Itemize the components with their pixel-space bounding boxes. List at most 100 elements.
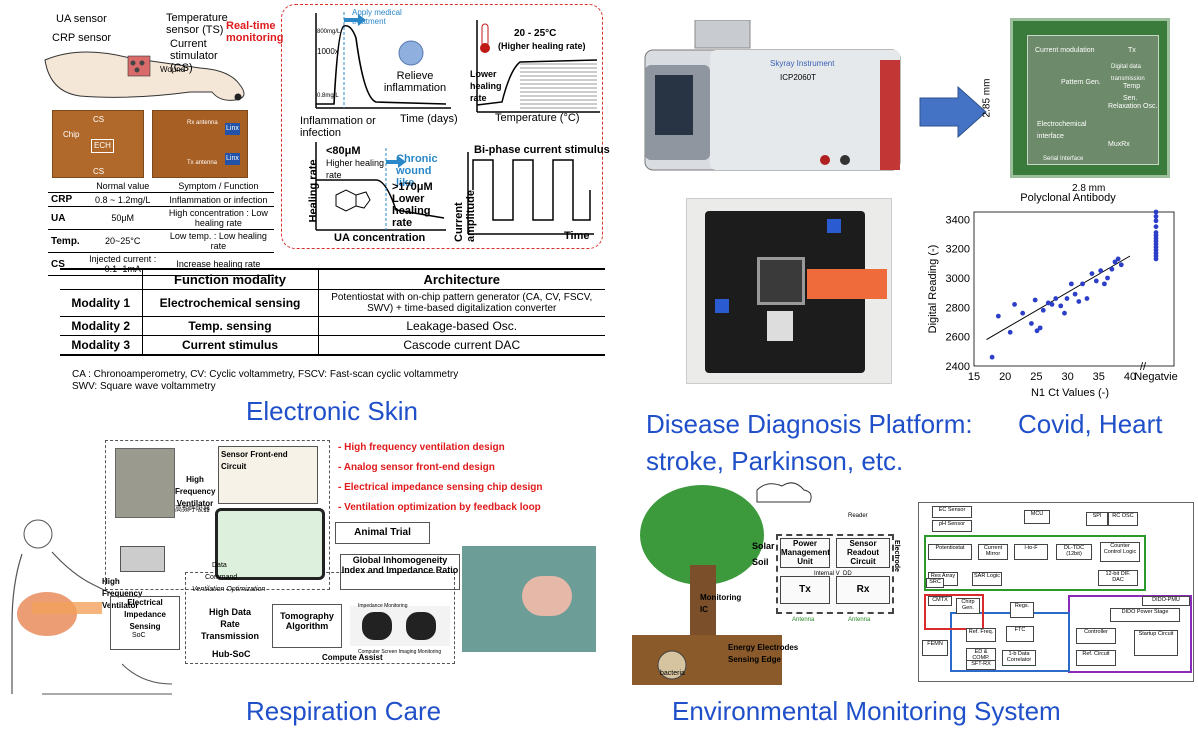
eskin-title: Electronic Skin xyxy=(246,396,418,426)
data-point xyxy=(1062,310,1067,316)
env-block: Counter Control Logic xyxy=(1100,542,1140,562)
data-point xyxy=(1093,278,1099,284)
data-point xyxy=(1076,299,1082,304)
respiration-panel: High Frequency Ventilator 高頻呼吸器 Sensor F… xyxy=(0,434,610,729)
data-point xyxy=(1102,281,1107,287)
data-point xyxy=(1098,268,1104,274)
env-block: Ref. Freq. xyxy=(966,628,996,642)
env-block: MCU xyxy=(1024,510,1050,524)
x-tick-label: 35 xyxy=(1093,371,1105,383)
lower-healing-label: Lower healing rate xyxy=(470,69,502,103)
y-tick-label: 2800 xyxy=(946,302,970,314)
env-block: I-to-F xyxy=(1014,544,1048,560)
data-point xyxy=(1118,262,1124,268)
env-block: SAR Logic xyxy=(972,572,1002,586)
ts-label: Temperature sensor (TS) xyxy=(166,12,228,36)
realtime-label: Real-time monitoring xyxy=(226,20,284,44)
x-tick-label: 25 xyxy=(1030,371,1042,383)
env-block: DIDO-PMU xyxy=(1142,596,1190,606)
crp-graph xyxy=(315,12,451,109)
env-block: 12-bit DIF. DAC xyxy=(1098,570,1138,586)
modality-table: Function modality Architecture Modality … xyxy=(60,268,605,356)
env-block: Ref. Circuit xyxy=(1076,650,1116,666)
pcb-photo xyxy=(686,198,892,384)
env-block: Chirp Gen. xyxy=(956,598,980,614)
eskin-panel: UA sensor CRP sensor Temperature sensor … xyxy=(0,0,610,430)
instrument-model: ICP2060T xyxy=(780,73,817,82)
disease-title-line2: stroke, Parkinson, etc. xyxy=(646,446,904,476)
footnote-1: CA : Chronoamperometry, CV: Cyclic volta… xyxy=(72,369,459,380)
data-point xyxy=(989,354,995,360)
data-point xyxy=(1089,271,1095,276)
relieve-label: Relieve inflammation xyxy=(383,70,447,94)
data-point xyxy=(1029,321,1034,326)
hfv-device xyxy=(120,546,165,572)
env-title: Environmental Monitoring System xyxy=(672,696,1061,726)
negative-point xyxy=(1153,209,1159,215)
die-height-label: 2.85 mm xyxy=(981,78,993,118)
animal-photo xyxy=(462,546,596,652)
eis-box: Electrical Impedance Sensing xyxy=(110,596,180,650)
tx-box: Tx xyxy=(780,576,830,604)
negative-point xyxy=(1153,224,1159,230)
animal-trial-box: Animal Trial xyxy=(335,522,430,544)
plot-frame xyxy=(973,211,1175,367)
y-axis-label: Digital Reading (-) xyxy=(927,245,939,334)
apply-treatment-label: Apply medical treatment xyxy=(352,8,402,26)
ua-sensor-label: UA sensor xyxy=(56,13,107,25)
negative-point xyxy=(1153,218,1159,224)
data-point xyxy=(1105,275,1110,281)
ua-graph xyxy=(315,142,446,231)
y-tick-label: 3400 xyxy=(946,214,970,226)
arm-illustration xyxy=(44,51,245,101)
ventilator-box xyxy=(105,440,330,590)
data-point xyxy=(1072,291,1078,297)
data-point xyxy=(1064,296,1070,301)
disease-title-line1: Disease Diagnosis Platform: xyxy=(646,409,973,439)
data-point xyxy=(1109,266,1115,272)
table-row: CRP 0.8 ~ 1.2mg/L Inflammation or infect… xyxy=(48,192,274,207)
x-tick-label: 15 xyxy=(968,371,980,383)
data-point xyxy=(1032,297,1038,303)
x-tick-label: 20 xyxy=(999,371,1011,383)
sensor-readout-box: Sensor Readout Circuit xyxy=(836,538,890,568)
current-stimulus-graph xyxy=(467,152,594,235)
y-tick-label: 2400 xyxy=(946,361,970,373)
rx-box: Rx xyxy=(836,576,890,604)
env-block: Controller xyxy=(1076,628,1116,644)
env-block: 1-b Data Correlator xyxy=(1002,650,1036,666)
tree-illustration xyxy=(632,482,812,685)
data-point xyxy=(1012,302,1017,307)
icp-instrument xyxy=(644,20,901,171)
x-tick-label: 30 xyxy=(1061,371,1073,383)
tomography-box: Tomography Algorithm xyxy=(272,604,342,648)
env-block: Startup Circuit xyxy=(1134,630,1178,656)
src-block xyxy=(924,535,1146,591)
antibody-scatter-chart: Polyclonal Antibody240026002800300032003… xyxy=(927,192,1178,399)
table-row: Modality 2 Temp. sensing Leakage-based O… xyxy=(60,316,605,336)
arrow-right-icon xyxy=(919,85,987,139)
data-point xyxy=(995,313,1001,319)
negative-point xyxy=(1153,230,1159,235)
table-header-row: Normal value Symptom / Function xyxy=(48,180,274,193)
env-block: SPI xyxy=(1086,512,1108,526)
chip-block-diagram xyxy=(918,502,1194,682)
env-block: DL-TDC (12bit) xyxy=(1056,544,1092,560)
eskin-value-table: Normal value Symptom / Function CRP 0.8 … xyxy=(48,180,274,276)
tablet-screen xyxy=(215,508,325,580)
data-point xyxy=(1068,281,1074,287)
x-tick-label: 40 xyxy=(1124,371,1136,383)
disease-title-line1b: Covid, Heart xyxy=(1018,409,1163,439)
y-tick-label: 2600 xyxy=(946,332,970,344)
footnote-2: SWV: Square wave voltammetry xyxy=(72,381,216,392)
sensor-frontend-box: Sensor Front-end Circuit xyxy=(218,446,318,504)
data-point xyxy=(1058,303,1064,309)
env-block: Potentiostat xyxy=(928,544,972,560)
env-block: RC OSC xyxy=(1108,512,1138,526)
chip-photo-back: Rx antenna Linx Tx antenna Linx xyxy=(152,110,248,178)
wound-label: Wound xyxy=(160,65,186,74)
env-block: CMTX xyxy=(928,596,952,606)
chip-die: Current modulation Tx Pattern Gen. Temp … xyxy=(1010,18,1170,178)
x-axis-label: N1 Ct Values (-) xyxy=(1031,387,1109,399)
trendline xyxy=(986,255,1131,341)
